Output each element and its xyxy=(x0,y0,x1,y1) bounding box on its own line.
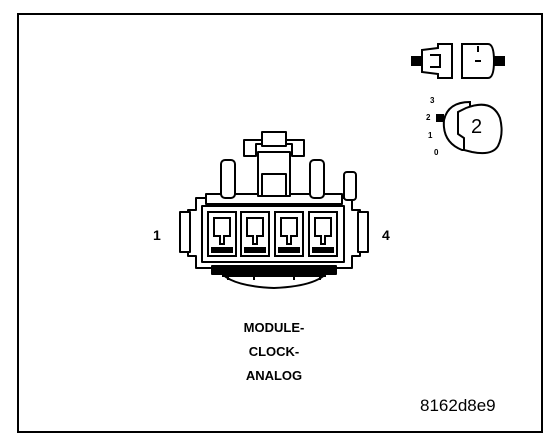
connector-caption: MODULE- CLOCK- ANALOG xyxy=(200,316,348,388)
pin-label-right: 4 xyxy=(382,227,390,243)
caption-line-2: CLOCK- xyxy=(248,344,300,359)
caption-line-3: ANALOG xyxy=(245,368,303,383)
position-indicator-digit: 2 xyxy=(471,116,483,138)
cavity-1 xyxy=(207,211,237,257)
scale-label-3: 3 xyxy=(430,96,435,105)
caption-line-1: MODULE- xyxy=(243,320,305,335)
diagram-border xyxy=(17,13,543,433)
connector-body xyxy=(179,131,369,289)
cavity-3 xyxy=(274,211,304,257)
cavity-4 xyxy=(308,211,338,257)
position-indicator-icon xyxy=(436,100,503,155)
pin-cavities xyxy=(207,211,338,257)
scale-label-1: 1 xyxy=(428,131,433,140)
scale-label-0: 0 xyxy=(434,148,439,157)
cavity-2 xyxy=(240,211,270,257)
scale-label-2: 2 xyxy=(426,113,431,122)
figure-code: 8162d8e9 xyxy=(420,396,496,415)
pin-label-left: 1 xyxy=(153,227,161,243)
lock-symbol-icon xyxy=(411,43,505,79)
